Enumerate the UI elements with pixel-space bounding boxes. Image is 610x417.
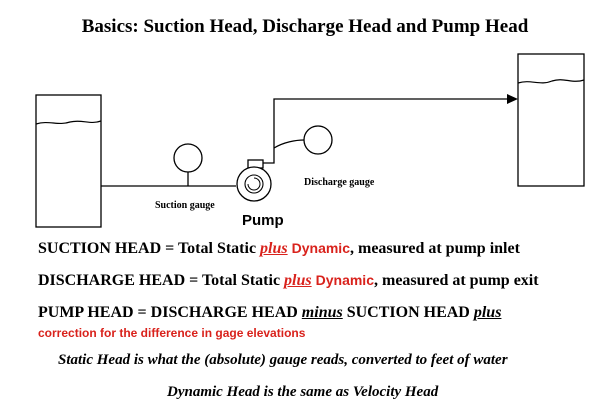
pump-head-mid: SUCTION HEAD xyxy=(346,304,470,321)
static-head-note: Static Head is what the (absolute) gauge… xyxy=(58,352,508,368)
discharge-head-definition: DISCHARGE HEAD = Total Static plus Dynam… xyxy=(38,272,539,290)
discharge-pipe xyxy=(262,98,515,164)
discharge-gauge-label: Discharge gauge xyxy=(304,177,375,188)
suction-plus: plus xyxy=(260,240,288,257)
discharge-dynamic: Dynamic xyxy=(315,272,374,288)
elevation-correction-note: correction for the difference in gage el… xyxy=(38,326,306,340)
page-title: Basics: Suction Head, Discharge Head and… xyxy=(81,16,529,37)
suction-dynamic: Dynamic xyxy=(291,240,350,256)
pump-label: Pump xyxy=(242,212,284,229)
pump-head-definition: PUMP HEAD = DISCHARGE HEAD minus SUCTION… xyxy=(38,304,501,322)
suction-tank xyxy=(35,94,102,228)
pump-icon xyxy=(236,159,272,202)
discharge-head-tail: , measured at pump exit xyxy=(373,272,539,289)
dynamic-head-note: Dynamic Head is the same as Velocity Hea… xyxy=(167,384,439,400)
flow-arrowhead xyxy=(507,94,518,104)
pump-plus: plus xyxy=(473,304,502,321)
suction-head-lead: SUCTION HEAD = Total Static xyxy=(38,240,257,257)
suction-head-definition: SUCTION HEAD = Total Static plus Dynamic… xyxy=(38,240,520,258)
pump-head-lead: PUMP HEAD = DISCHARGE HEAD xyxy=(38,304,298,321)
suction-gauge-label: Suction gauge xyxy=(155,200,215,211)
discharge-head-lead: DISCHARGE HEAD = Total Static xyxy=(38,272,281,289)
suction-head-tail: , measured at pump inlet xyxy=(349,240,520,257)
discharge-plus: plus xyxy=(284,272,312,289)
discharge-tank xyxy=(517,53,585,187)
discharge-gauge xyxy=(273,125,333,155)
pump-minus: minus xyxy=(301,304,343,321)
suction-gauge xyxy=(173,143,203,186)
